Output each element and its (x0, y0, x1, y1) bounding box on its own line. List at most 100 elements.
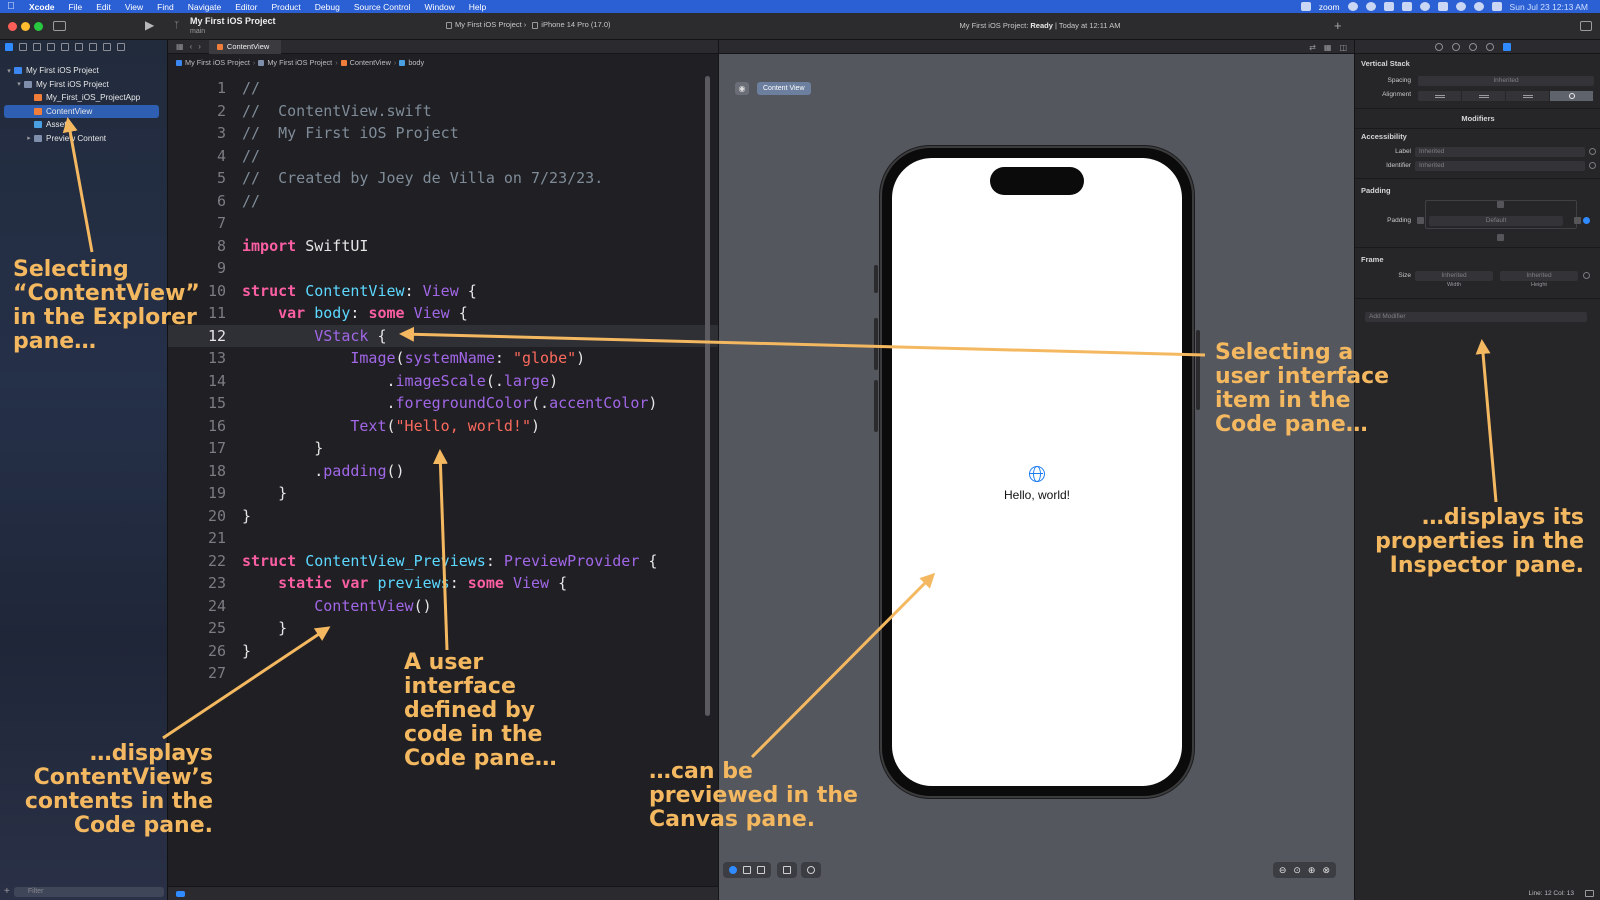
device-settings-button[interactable] (777, 862, 797, 878)
code-line[interactable]: 19 } (168, 482, 718, 505)
preview-selector[interactable]: Content View (757, 82, 811, 95)
find-navigator-icon[interactable] (47, 43, 55, 51)
code-line[interactable]: 18 .padding() (168, 460, 718, 483)
code-line[interactable]: 3// My First iOS Project (168, 122, 718, 145)
identifier-radio[interactable] (1589, 162, 1596, 169)
keyboard-icon[interactable] (1437, 2, 1448, 11)
menu-navigate[interactable]: Navigate (187, 1, 222, 12)
padding-top-checkbox[interactable] (1497, 201, 1504, 208)
code-line[interactable]: 12 VStack { (168, 324, 718, 347)
breadcrumb-folder[interactable]: My First iOS Project (267, 58, 333, 67)
editor-options-icon[interactable]: ▦ (1323, 43, 1332, 52)
line-number[interactable]: 5 (216, 169, 226, 187)
line-number[interactable]: 9 (216, 259, 226, 277)
code-text[interactable]: // (242, 145, 260, 168)
code-line[interactable]: 8 import SwiftUI (168, 235, 718, 258)
line-number[interactable]: 13 (207, 349, 226, 367)
menu-app-name[interactable]: Xcode (29, 1, 55, 12)
code-line[interactable]: 9 (168, 257, 718, 280)
breakpoint-navigator-icon[interactable] (103, 43, 111, 51)
line-number[interactable]: 6 (216, 191, 226, 210)
line-number[interactable]: 11 (207, 304, 226, 322)
code-line[interactable]: 4 // (168, 145, 718, 168)
menu-debug[interactable]: Debug (314, 1, 340, 12)
zoom-100-icon[interactable]: ⊙ (1293, 864, 1301, 875)
line-number[interactable]: 10 (207, 281, 226, 300)
code-line[interactable]: 6// (168, 190, 718, 213)
code-line[interactable]: 5 // Created by Joey de Villa on 7/23/23. (168, 167, 718, 190)
code-line[interactable]: 2 // ContentView.swift (168, 100, 718, 123)
test-navigator-icon[interactable] (75, 43, 83, 51)
scheme-selector[interactable]: My First iOS Project › iPhone 14 Pro (17… (446, 20, 611, 29)
nav-item-contentview[interactable]: ContentView (4, 104, 159, 118)
padding-value-field[interactable]: Default (1429, 216, 1563, 226)
code-line[interactable]: 16 Text("Hello, world!") (168, 415, 718, 438)
width-field[interactable]: Inherited (1415, 271, 1493, 281)
pin-icon[interactable]: ◉ (735, 82, 749, 95)
debug-area-toggle-icon[interactable] (176, 891, 185, 897)
chevron-down-icon[interactable]: ▾ (7, 67, 11, 75)
code-text[interactable]: // Created by Joey de Villa on 7/23/23. (242, 167, 603, 190)
code-text[interactable]: } (242, 617, 287, 640)
line-number[interactable]: 26 (207, 641, 226, 660)
alignment-segmented-control[interactable] (1418, 91, 1594, 101)
bluetooth-icon[interactable] (1419, 2, 1430, 11)
minimize-window-button[interactable] (21, 22, 30, 31)
code-text[interactable]: } (242, 482, 287, 505)
height-field[interactable]: Inherited (1500, 271, 1578, 281)
frame-radio[interactable] (1583, 272, 1590, 279)
line-number[interactable]: 22 (207, 551, 226, 570)
line-number[interactable]: 1 (216, 79, 226, 97)
control-center-icon[interactable] (1491, 2, 1502, 11)
line-number[interactable]: 7 (216, 214, 226, 232)
menu-file[interactable]: File (68, 1, 83, 12)
menu-view[interactable]: View (124, 1, 144, 12)
zoom-window-button[interactable] (34, 22, 43, 31)
padding-radio[interactable] (1583, 217, 1590, 224)
chevron-down-icon[interactable]: ▾ (17, 81, 21, 89)
code-text[interactable]: // ContentView.swift (242, 100, 432, 123)
code-text[interactable]: } (242, 437, 323, 460)
file-inspector-icon[interactable] (1435, 42, 1443, 51)
line-number[interactable]: 27 (207, 664, 226, 682)
padding-bottom-checkbox[interactable] (1497, 234, 1504, 241)
attributes-inspector-icon[interactable] (1503, 42, 1511, 51)
code-text[interactable]: struct ContentView_Previews: PreviewProv… (242, 550, 657, 573)
chevron-right-icon[interactable]: ▸ (27, 135, 31, 143)
menu-source-control[interactable]: Source Control (353, 1, 411, 12)
wifi-icon[interactable] (1455, 2, 1466, 11)
align-leading-icon[interactable] (1418, 91, 1462, 101)
apple-menu-icon[interactable]:  (0, 1, 22, 12)
code-line[interactable]: 14 .imageScale(.large) (168, 370, 718, 393)
grammarly-icon[interactable] (1347, 2, 1358, 11)
scheme-name[interactable]: My First iOS Project › (446, 20, 526, 29)
line-number[interactable]: 4 (216, 146, 226, 165)
code-line[interactable]: 7 (168, 212, 718, 235)
code-text[interactable]: } (242, 640, 251, 663)
code-line[interactable]: 1// (168, 77, 718, 100)
close-window-button[interactable] (8, 22, 17, 31)
folder-navigator-icon[interactable] (5, 43, 13, 51)
code-line[interactable]: 26} (168, 640, 718, 663)
menu-find[interactable]: Find (157, 1, 174, 12)
line-number[interactable]: 14 (207, 371, 226, 390)
run-destination[interactable]: iPhone 14 Pro (17.0) (532, 20, 611, 29)
accessibility-inspector-icon[interactable] (1486, 42, 1494, 51)
code-text[interactable]: Text("Hello, world!") (242, 415, 540, 438)
navigator-toggle-icon[interactable] (53, 21, 66, 31)
code-text[interactable]: Image(systemName: "globe") (242, 347, 585, 370)
line-number[interactable]: 21 (207, 529, 226, 547)
code-line[interactable]: 22 struct ContentView_Previews: PreviewPr… (168, 550, 718, 573)
line-number[interactable]: 18 (207, 461, 226, 480)
breadcrumb-project[interactable]: My First iOS Project (185, 58, 250, 67)
line-number[interactable]: 8 (216, 236, 226, 255)
menu-editor[interactable]: Editor (235, 1, 258, 12)
line-number[interactable]: 2 (216, 101, 226, 120)
preview-screen[interactable]: Hello, world! (892, 158, 1182, 786)
report-navigator-icon[interactable] (117, 43, 125, 51)
menu-edit[interactable]: Edit (96, 1, 111, 12)
code-text[interactable]: import SwiftUI (242, 235, 368, 258)
zoom-status-label[interactable]: zoom (1318, 1, 1340, 12)
line-number[interactable]: 3 (216, 124, 226, 142)
nav-item-app-file[interactable]: My_First_iOS_ProjectApp (0, 91, 167, 105)
